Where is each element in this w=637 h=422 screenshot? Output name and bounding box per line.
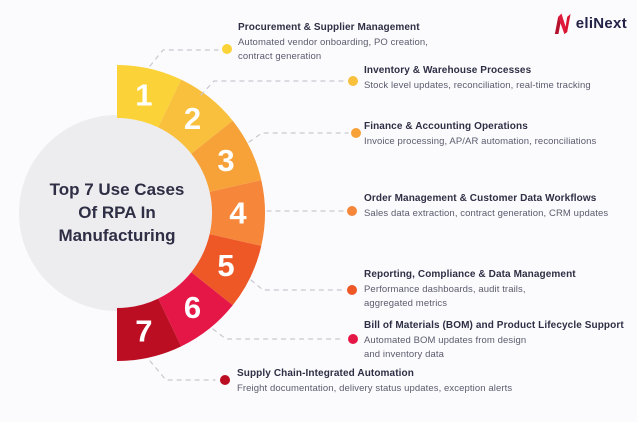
use-case-item-1: Procurement & Supplier Management Automa… — [238, 22, 438, 63]
diagram-center-title: Top 7 Use Cases Of RPA In Manufacturing — [22, 178, 212, 247]
segment-number-3: 3 — [217, 143, 234, 178]
segment-number-4: 4 — [229, 196, 247, 231]
use-case-title: Finance & Accounting Operations — [364, 121, 528, 132]
segment-number-1: 1 — [135, 78, 152, 113]
segment-number-5: 5 — [217, 248, 234, 283]
use-case-description: Automated BOM updates from design and in… — [364, 335, 527, 360]
connector-dot-3 — [351, 128, 361, 138]
elinext-brand-name: eliNext — [575, 15, 627, 32]
use-case-title: Order Management & Customer Data Workflo… — [364, 193, 597, 204]
use-case-description: Stock level updates, reconciliation, rea… — [364, 80, 591, 91]
ring-segment-5 — [191, 234, 262, 306]
center-circle — [19, 115, 215, 311]
use-case-title: Procurement & Supplier Management — [238, 22, 420, 33]
connector-dot-5 — [347, 285, 357, 295]
center-title-line-1: Top 7 Use Cases — [49, 180, 185, 199]
use-case-item-5: Reporting, Compliance & Data Management … — [364, 269, 576, 310]
ring-segment-6 — [158, 272, 233, 347]
use-case-item-2: Inventory & Warehouse Processes Stock le… — [364, 65, 591, 93]
use-case-title: Inventory & Warehouse Processes — [364, 65, 532, 76]
use-case-description: Performance dashboards, audit trails, ag… — [364, 284, 526, 309]
elinext-logo[interactable]: eliNext — [552, 12, 627, 35]
elinext-n-icon — [554, 13, 571, 34]
use-case-item-4: Order Management & Customer Data Workflo… — [364, 193, 608, 221]
connector-dot-2 — [348, 76, 358, 86]
use-case-title: Reporting, Compliance & Data Management — [364, 269, 576, 280]
use-case-title: Supply Chain-Integrated Automation — [237, 368, 414, 379]
use-case-item-7: Supply Chain-Integrated Automation Freig… — [237, 368, 512, 396]
connector-line-2 — [200, 80, 345, 96]
segment-number-6: 6 — [184, 290, 201, 325]
connector-line-7 — [149, 360, 216, 381]
use-case-description: Freight documentation, delivery status u… — [237, 383, 513, 394]
connector-dot-6 — [348, 334, 358, 344]
connector-line-1 — [149, 49, 219, 67]
connector-dot-4 — [347, 206, 357, 216]
connector-line-6 — [212, 328, 345, 340]
ring-segment-7 — [117, 298, 182, 361]
ring-segment-3 — [191, 120, 262, 192]
use-case-title: Bill of Materials (BOM) and Product Life… — [364, 320, 624, 331]
connector-line-3 — [248, 132, 349, 143]
segment-number-7: 7 — [135, 313, 152, 348]
connector-line-5 — [250, 279, 344, 291]
use-case-description: Invoice processing, AP/AR automation, re… — [364, 136, 597, 147]
ring-segment-2 — [158, 79, 233, 154]
ring-segment-4 — [209, 180, 265, 246]
use-case-description: Automated vendor onboarding, PO creation… — [238, 37, 428, 62]
connector-dot-1 — [222, 44, 232, 54]
use-case-item-3: Finance & Accounting Operations Invoice … — [364, 121, 596, 149]
ring-segment-1 — [117, 65, 182, 128]
center-title-line-3: Manufacturing — [58, 226, 176, 245]
segment-number-2: 2 — [184, 101, 201, 136]
connector-dot-7 — [220, 375, 230, 385]
use-case-description: Sales data extraction, contract generati… — [364, 208, 609, 219]
use-case-item-6: Bill of Materials (BOM) and Product Life… — [364, 320, 624, 361]
center-title-line-2: Of RPA In — [78, 203, 156, 222]
